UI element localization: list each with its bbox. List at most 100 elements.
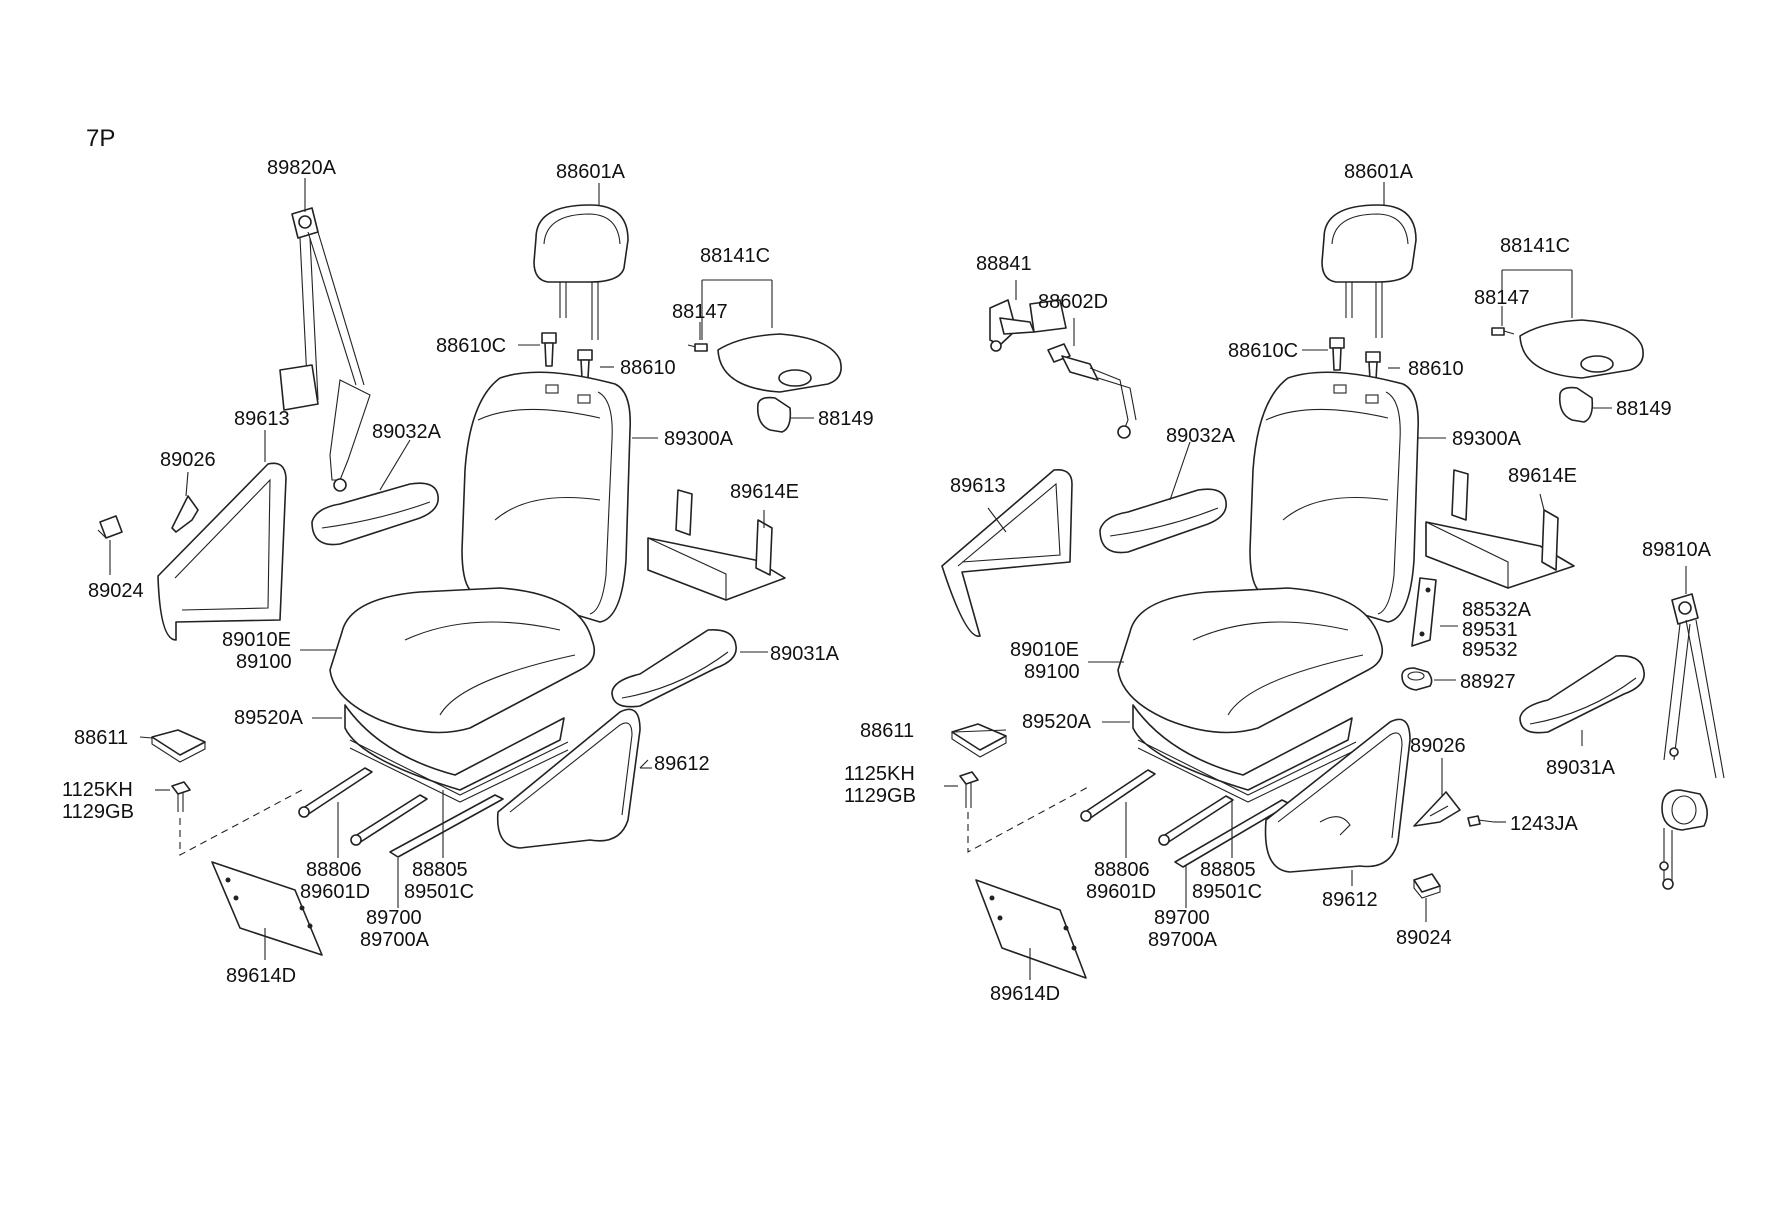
left-seat-assembly: 89820A 88601A 88610C 88610 89300A 88141C… [62,157,874,987]
label-right-rail-c: 88805 [1200,859,1256,881]
label-left-frame: 89520A [234,707,304,729]
left-side-cover-drawing [496,708,641,849]
right-board-drawing [975,879,1087,979]
label-left-bracket-a: 89026 [160,449,216,471]
label-right-table-pin: 88147 [1474,287,1530,309]
label-left-rail-d: 89501C [404,881,474,903]
left-table-drawing [687,333,842,433]
label-right-armrest-rear: 89032A [1166,425,1236,447]
label-left-board: 89614D [226,965,296,987]
label-right-cup-holder: 88149 [1616,398,1672,420]
label-left-rail-c: 88805 [412,859,468,881]
label-left-cup-holder: 88149 [818,408,874,430]
right-lap-belt-drawing [1047,343,1137,439]
label-right-seatback: 89300A [1452,428,1522,450]
label-right-bolt-a: 1125KH [844,763,915,785]
left-seat-belt-drawing [279,207,371,492]
label-left-rail-a: 88806 [306,859,362,881]
label-right-inner-cover: 89613 [950,475,1006,497]
right-buckle-drawing [989,299,1067,352]
right-seat-assembly: 88601A 88610C 88610 89300A 88141C 88147 … [844,161,1725,1005]
right-pad-drawing [951,723,1007,758]
diagram-code: 7P [86,125,115,152]
left-seatback-drawing [461,371,632,623]
right-cushion-drawing [1117,587,1384,734]
label-left-rail-b: 89601D [300,881,370,903]
right-armrest-rear-drawing [1099,488,1227,554]
right-seatback-drawing [1249,371,1420,623]
right-armrest-front-drawing [1519,655,1645,734]
label-right-armrest-front: 89031A [1546,757,1616,779]
label-right-cushion-b: 89100 [1024,661,1080,683]
right-side-bracket-drawing [1411,577,1437,647]
label-right-track-b: 89700A [1148,929,1218,951]
left-headrest-drawing [533,204,629,340]
right-tray-drawing [1425,469,1575,589]
label-left-bolt-b: 1129GB [62,801,134,823]
right-bolt-drawing [959,771,979,808]
left-tray-drawing [647,489,786,601]
label-right-seat-belt: 89810A [1642,539,1712,561]
right-leader-lines [944,182,1687,980]
label-left-side-cover: 89612 [654,753,710,775]
right-cover-bracket-drawing [1413,791,1495,827]
label-right-headrest: 88601A [1344,161,1414,183]
label-right-headrest-guide: 88610 [1408,358,1464,380]
label-left-bolt-a: 1125KH [62,779,133,801]
label-right-bolt-b: 1129GB [844,785,916,807]
right-seat-frame-drawing [1132,704,1357,803]
label-left-track-a: 89700 [366,907,422,929]
label-left-track-b: 89700A [360,929,430,951]
label-right-cushion-a: 89010E [1010,639,1079,661]
label-left-headrest-guide: 88610 [620,357,676,379]
label-right-rail-a: 88806 [1094,859,1150,881]
label-right-buckle: 88841 [976,253,1032,275]
label-left-tray: 89614E [730,481,799,503]
left-inner-cover-drawing [157,462,287,641]
label-left-headrest-guide-c: 88610C [436,335,506,357]
label-left-inner-cover: 89613 [234,408,290,430]
label-right-board: 89614D [990,983,1060,1005]
left-headrest-guides-drawing [541,332,593,379]
label-right-pad: 88611 [860,720,914,742]
label-right-track-a: 89700 [1154,907,1210,929]
label-left-seatback: 89300A [664,428,734,450]
right-headrest-guides-drawing [1329,337,1381,381]
label-left-cushion-b: 89100 [236,651,292,673]
left-armrest-rear-drawing [311,482,439,546]
label-left-seat-belt: 89820A [267,157,337,179]
label-right-rail-b: 89601D [1086,881,1156,903]
label-right-headrest-guide-c: 88610C [1228,340,1298,362]
label-left-armrest-rear: 89032A [372,421,442,443]
label-right-bushing: 88927 [1460,671,1516,693]
label-left-cushion-a: 89010E [222,629,291,651]
label-right-clip: 89024 [1396,927,1452,949]
label-right-screw: 1243JA [1510,813,1578,835]
right-clip-drawing [1413,873,1441,899]
label-right-bracket-3: 89532 [1462,639,1518,661]
label-right-lap-belt: 88602D [1038,291,1108,313]
label-right-bracket-1: 88532A [1462,599,1532,621]
label-right-cover-bracket: 89026 [1410,735,1466,757]
label-left-armrest-front: 89031A [770,643,840,665]
left-leader-lines [109,178,814,960]
right-headrest-drawing [1321,204,1417,338]
label-left-bracket-b: 89024 [88,580,144,602]
right-table-drawing [1491,319,1644,423]
label-right-tray: 89614E [1508,465,1577,487]
left-brackets-drawing [97,495,199,539]
left-cushion-drawing [329,587,596,734]
left-armrest-front-drawing [611,629,737,708]
label-right-bracket-2: 89531 [1462,619,1518,641]
label-left-table-assy: 88141C [700,245,770,267]
label-right-side-cover: 89612 [1322,889,1378,911]
right-side-cover-drawing [1264,718,1411,873]
label-left-headrest: 88601A [556,161,626,183]
left-pad-drawing [151,729,206,763]
right-inner-cover-drawing [941,468,1073,637]
label-right-table-assy: 88141C [1500,235,1570,257]
left-board-drawing [211,861,323,956]
label-right-frame: 89520A [1022,711,1092,733]
label-right-rail-d: 89501C [1192,881,1262,903]
